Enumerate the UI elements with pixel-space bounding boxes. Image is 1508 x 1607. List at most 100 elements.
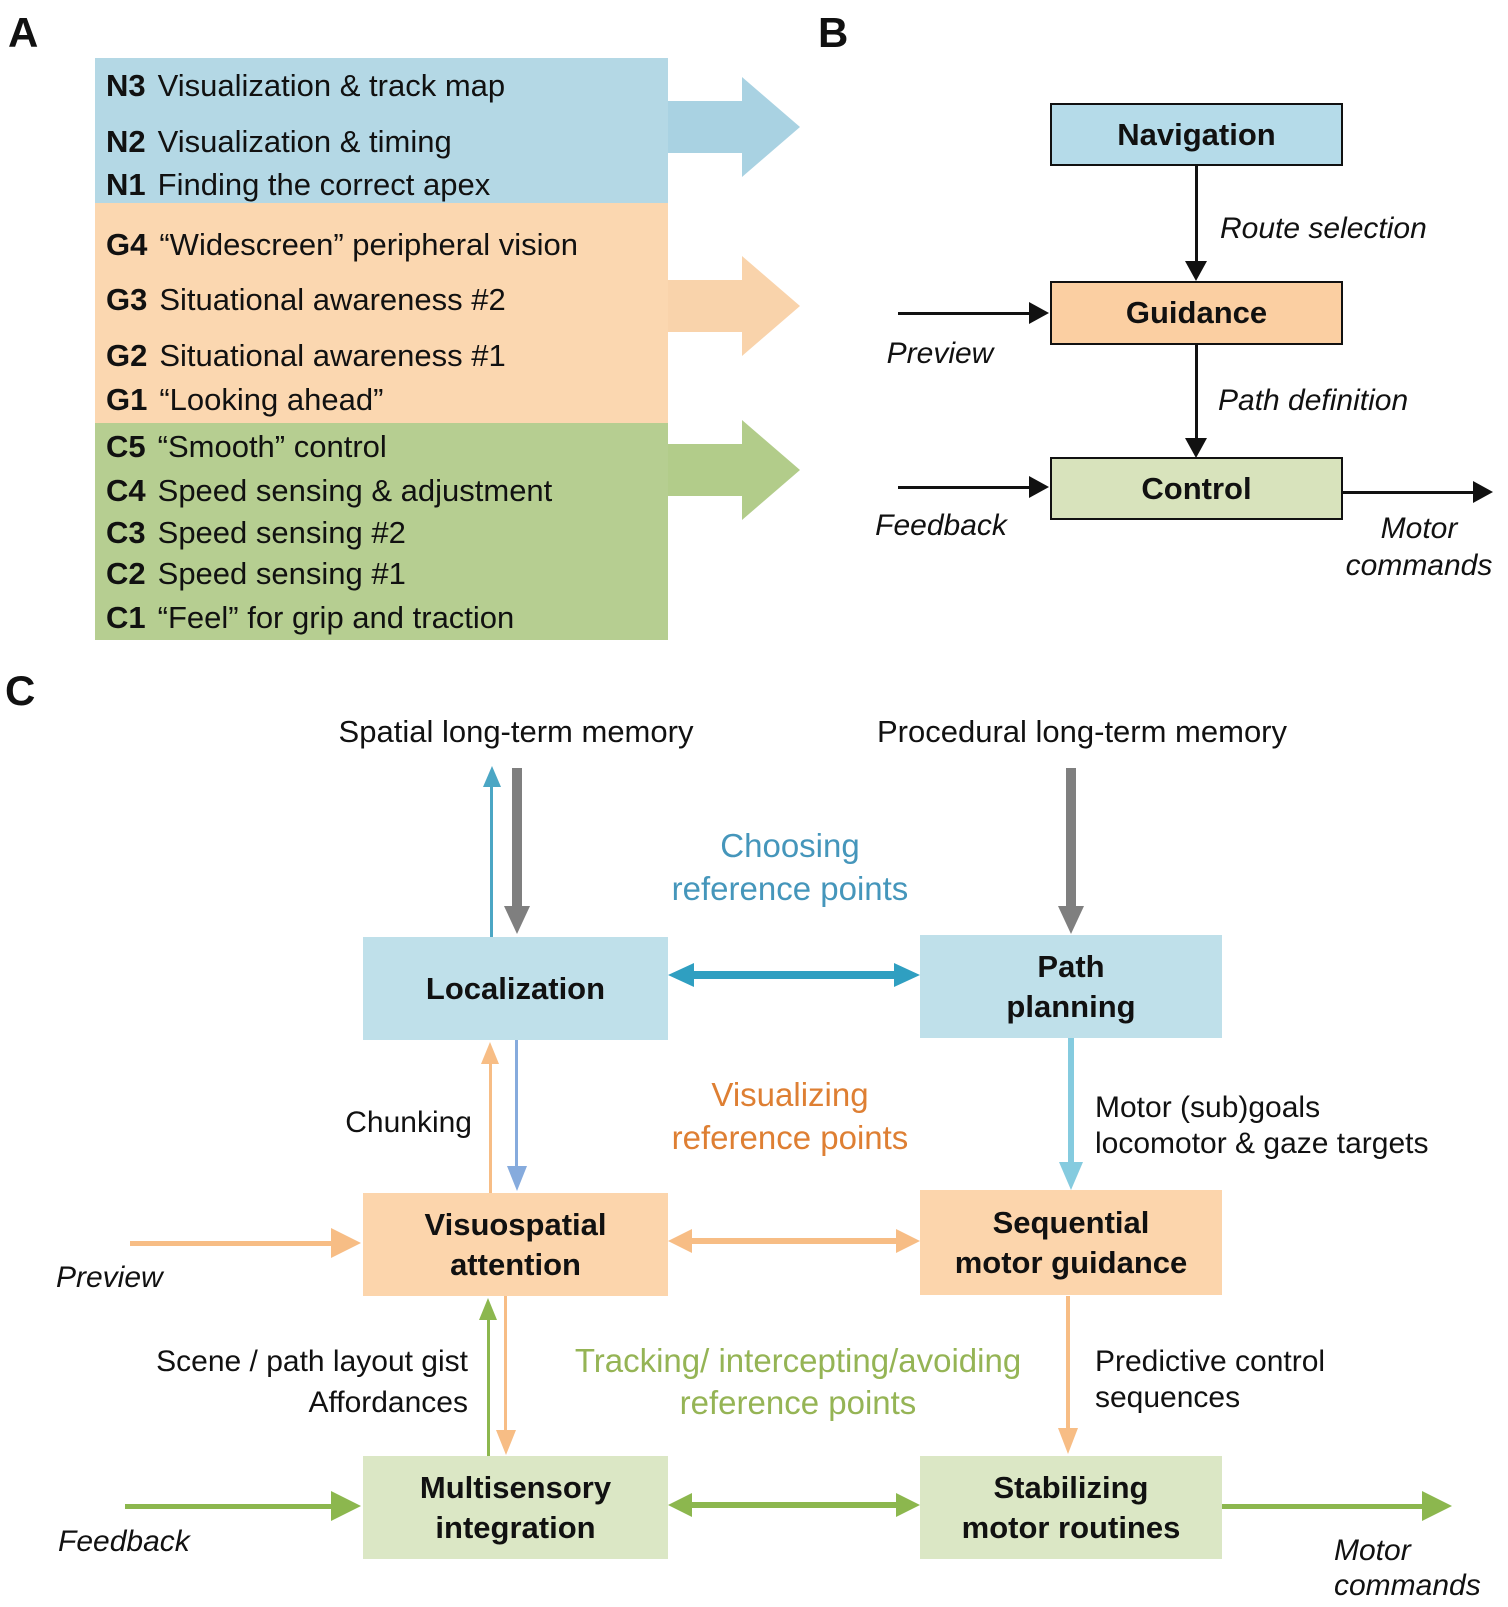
visuospatial-sequential-arrow xyxy=(690,1238,898,1244)
skill-row-n2: N2 Visualization & timing xyxy=(106,122,452,162)
multisensory-integration-box: Multisensory integration xyxy=(363,1456,668,1559)
skill-id: C1 xyxy=(106,600,146,635)
visuospatial-to-localization-arrowhead-icon xyxy=(481,1042,499,1064)
sequential-to-stabilizing-arrowhead-icon xyxy=(1058,1428,1078,1454)
skill-id: N3 xyxy=(106,68,146,103)
preview-label-c: Preview xyxy=(56,1261,163,1294)
navigation-block-arrowhead-icon xyxy=(742,77,800,177)
skill-text: Visualization & timing xyxy=(157,124,452,159)
localization-path-planning-arrow xyxy=(692,971,896,979)
scene-path-layout-gist-label: Scene / path layout gist Affordances xyxy=(156,1345,468,1419)
chunking-label: Chunking xyxy=(345,1106,472,1139)
tracking-reference-points-header: Tracking/ intercepting/avoiding referenc… xyxy=(574,1342,1022,1421)
skill-text: Situational awareness #1 xyxy=(159,338,506,373)
route-selection-label: Route selection xyxy=(1220,212,1427,245)
path-definition-label: Path definition xyxy=(1218,384,1409,417)
preview-input-arrowhead-c-icon xyxy=(331,1228,361,1258)
skill-id: C5 xyxy=(106,429,146,464)
procedural-ltm-to-path-planning-arrowhead-icon xyxy=(1058,906,1084,934)
control-block-arrowhead-icon xyxy=(742,420,800,520)
multisensory-stabilizing-right-arrowhead-icon xyxy=(896,1493,920,1517)
multisensory-to-visuospatial-arrowhead-icon xyxy=(479,1298,497,1320)
skill-text: “Widescreen” peripheral vision xyxy=(159,227,579,262)
skill-text: Speed sensing #2 xyxy=(157,515,406,550)
panel-a-navigation-band xyxy=(95,58,668,203)
skill-text: Finding the correct apex xyxy=(157,167,491,202)
stabilizing-motor-routines-box: Stabilizing motor routines xyxy=(920,1456,1222,1559)
spatial-ltm-label: Spatial long-term memory xyxy=(338,714,694,749)
visuospatial-sequential-left-arrowhead-icon xyxy=(668,1229,692,1253)
skill-id: G2 xyxy=(106,338,148,373)
visuospatial-to-multisensory-arrow xyxy=(504,1296,507,1432)
skill-text: “Smooth” control xyxy=(157,429,387,464)
visuospatial-to-localization-arrow xyxy=(489,1062,492,1193)
skill-row-c4: C4 Speed sensing & adjustment xyxy=(106,471,552,511)
skill-row-g1: G1“Looking ahead” xyxy=(106,380,383,420)
guidance-block-arrowhead-icon xyxy=(742,256,800,356)
visuospatial-sequential-right-arrowhead-icon xyxy=(896,1229,920,1253)
feedback-input-arrow-b xyxy=(898,486,1030,489)
panel-a-control-band xyxy=(95,423,668,640)
motor-commands-output-arrowhead-c-icon xyxy=(1422,1491,1452,1521)
guidance-to-control-arrowhead-icon xyxy=(1185,438,1207,458)
feedback-input-arrowhead-icon xyxy=(1029,476,1049,498)
skill-id: N2 xyxy=(106,124,146,159)
choosing-reference-points-header: Choosing reference points xyxy=(671,827,909,907)
path-planning-to-sequential-arrow xyxy=(1068,1038,1074,1164)
localization-path-planning-right-arrowhead-icon xyxy=(894,963,920,987)
skill-id: G4 xyxy=(106,227,148,262)
predictive-control-sequences-label: Predictive control sequences xyxy=(1095,1345,1326,1414)
skill-text: “Feel” for grip and traction xyxy=(157,600,515,635)
procedural-ltm-to-path-planning-arrow xyxy=(1066,768,1076,908)
spatial-ltm-to-localization-arrow xyxy=(512,768,522,908)
navigation-to-guidance-arrow xyxy=(1195,166,1198,263)
localization-to-spatial-ltm-arrow xyxy=(490,785,493,937)
guidance-to-control-arrow xyxy=(1195,345,1198,440)
skill-id: G3 xyxy=(106,282,148,317)
skill-row-g2: G2 Situational awareness #1 xyxy=(106,336,506,376)
motor-commands-label-b: Motor commands xyxy=(1345,512,1493,582)
visualizing-reference-points-header: Visualizing reference points xyxy=(671,1076,909,1156)
preview-input-arrowhead-icon xyxy=(1029,302,1049,324)
panel-a-label: A xyxy=(8,9,39,56)
localization-to-spatial-ltm-arrowhead-icon xyxy=(483,766,501,787)
control-block-arrow-shaft xyxy=(668,444,742,496)
skill-id: C3 xyxy=(106,515,146,550)
multisensory-stabilizing-left-arrowhead-icon xyxy=(668,1493,692,1517)
feedback-input-arrowhead-c-icon xyxy=(331,1491,361,1521)
panel-b-label: B xyxy=(818,9,849,56)
guidance-block-arrow-shaft xyxy=(668,280,742,332)
path-planning-to-sequential-arrowhead-icon xyxy=(1059,1162,1083,1190)
skill-row-c3: C3 Speed sensing #2 xyxy=(106,513,406,553)
panel-c-label: C xyxy=(5,667,36,714)
motor-commands-output-arrow-c xyxy=(1222,1504,1422,1509)
skill-id: G1 xyxy=(106,382,148,417)
skill-id: C4 xyxy=(106,473,146,508)
panel-a-guidance-band xyxy=(95,203,668,423)
multisensory-stabilizing-arrow xyxy=(690,1502,898,1508)
spatial-ltm-to-localization-arrowhead-icon xyxy=(504,906,530,934)
localization-to-visuospatial-arrow xyxy=(515,1040,518,1168)
sequential-to-stabilizing-arrow xyxy=(1066,1296,1070,1429)
path-planning-box: Path planning xyxy=(920,935,1222,1038)
feedback-label-b: Feedback xyxy=(875,509,1007,542)
procedural-ltm-label: Procedural long-term memory xyxy=(876,714,1288,749)
skill-row-c5: C5 “Smooth” control xyxy=(106,427,387,467)
skill-row-g4: G4 “Widescreen” peripheral vision xyxy=(106,225,578,265)
localization-to-visuospatial-arrowhead-icon xyxy=(507,1166,527,1191)
skill-row-n3: N3 Visualization & track map xyxy=(106,66,505,106)
sequential-motor-guidance-box: Sequential motor guidance xyxy=(920,1190,1222,1295)
preview-label-b: Preview xyxy=(886,337,994,370)
navigation-to-guidance-arrowhead-icon xyxy=(1185,261,1207,281)
localization-box: Localization xyxy=(363,937,668,1040)
preview-input-arrow-c xyxy=(130,1241,333,1246)
skill-text: Speed sensing #1 xyxy=(157,556,406,591)
navigation-box: Navigation xyxy=(1050,103,1343,166)
skill-text: Visualization & track map xyxy=(157,68,506,103)
skill-text: Speed sensing & adjustment xyxy=(157,473,553,508)
skill-row-c1: C1 “Feel” for grip and traction xyxy=(106,598,514,638)
